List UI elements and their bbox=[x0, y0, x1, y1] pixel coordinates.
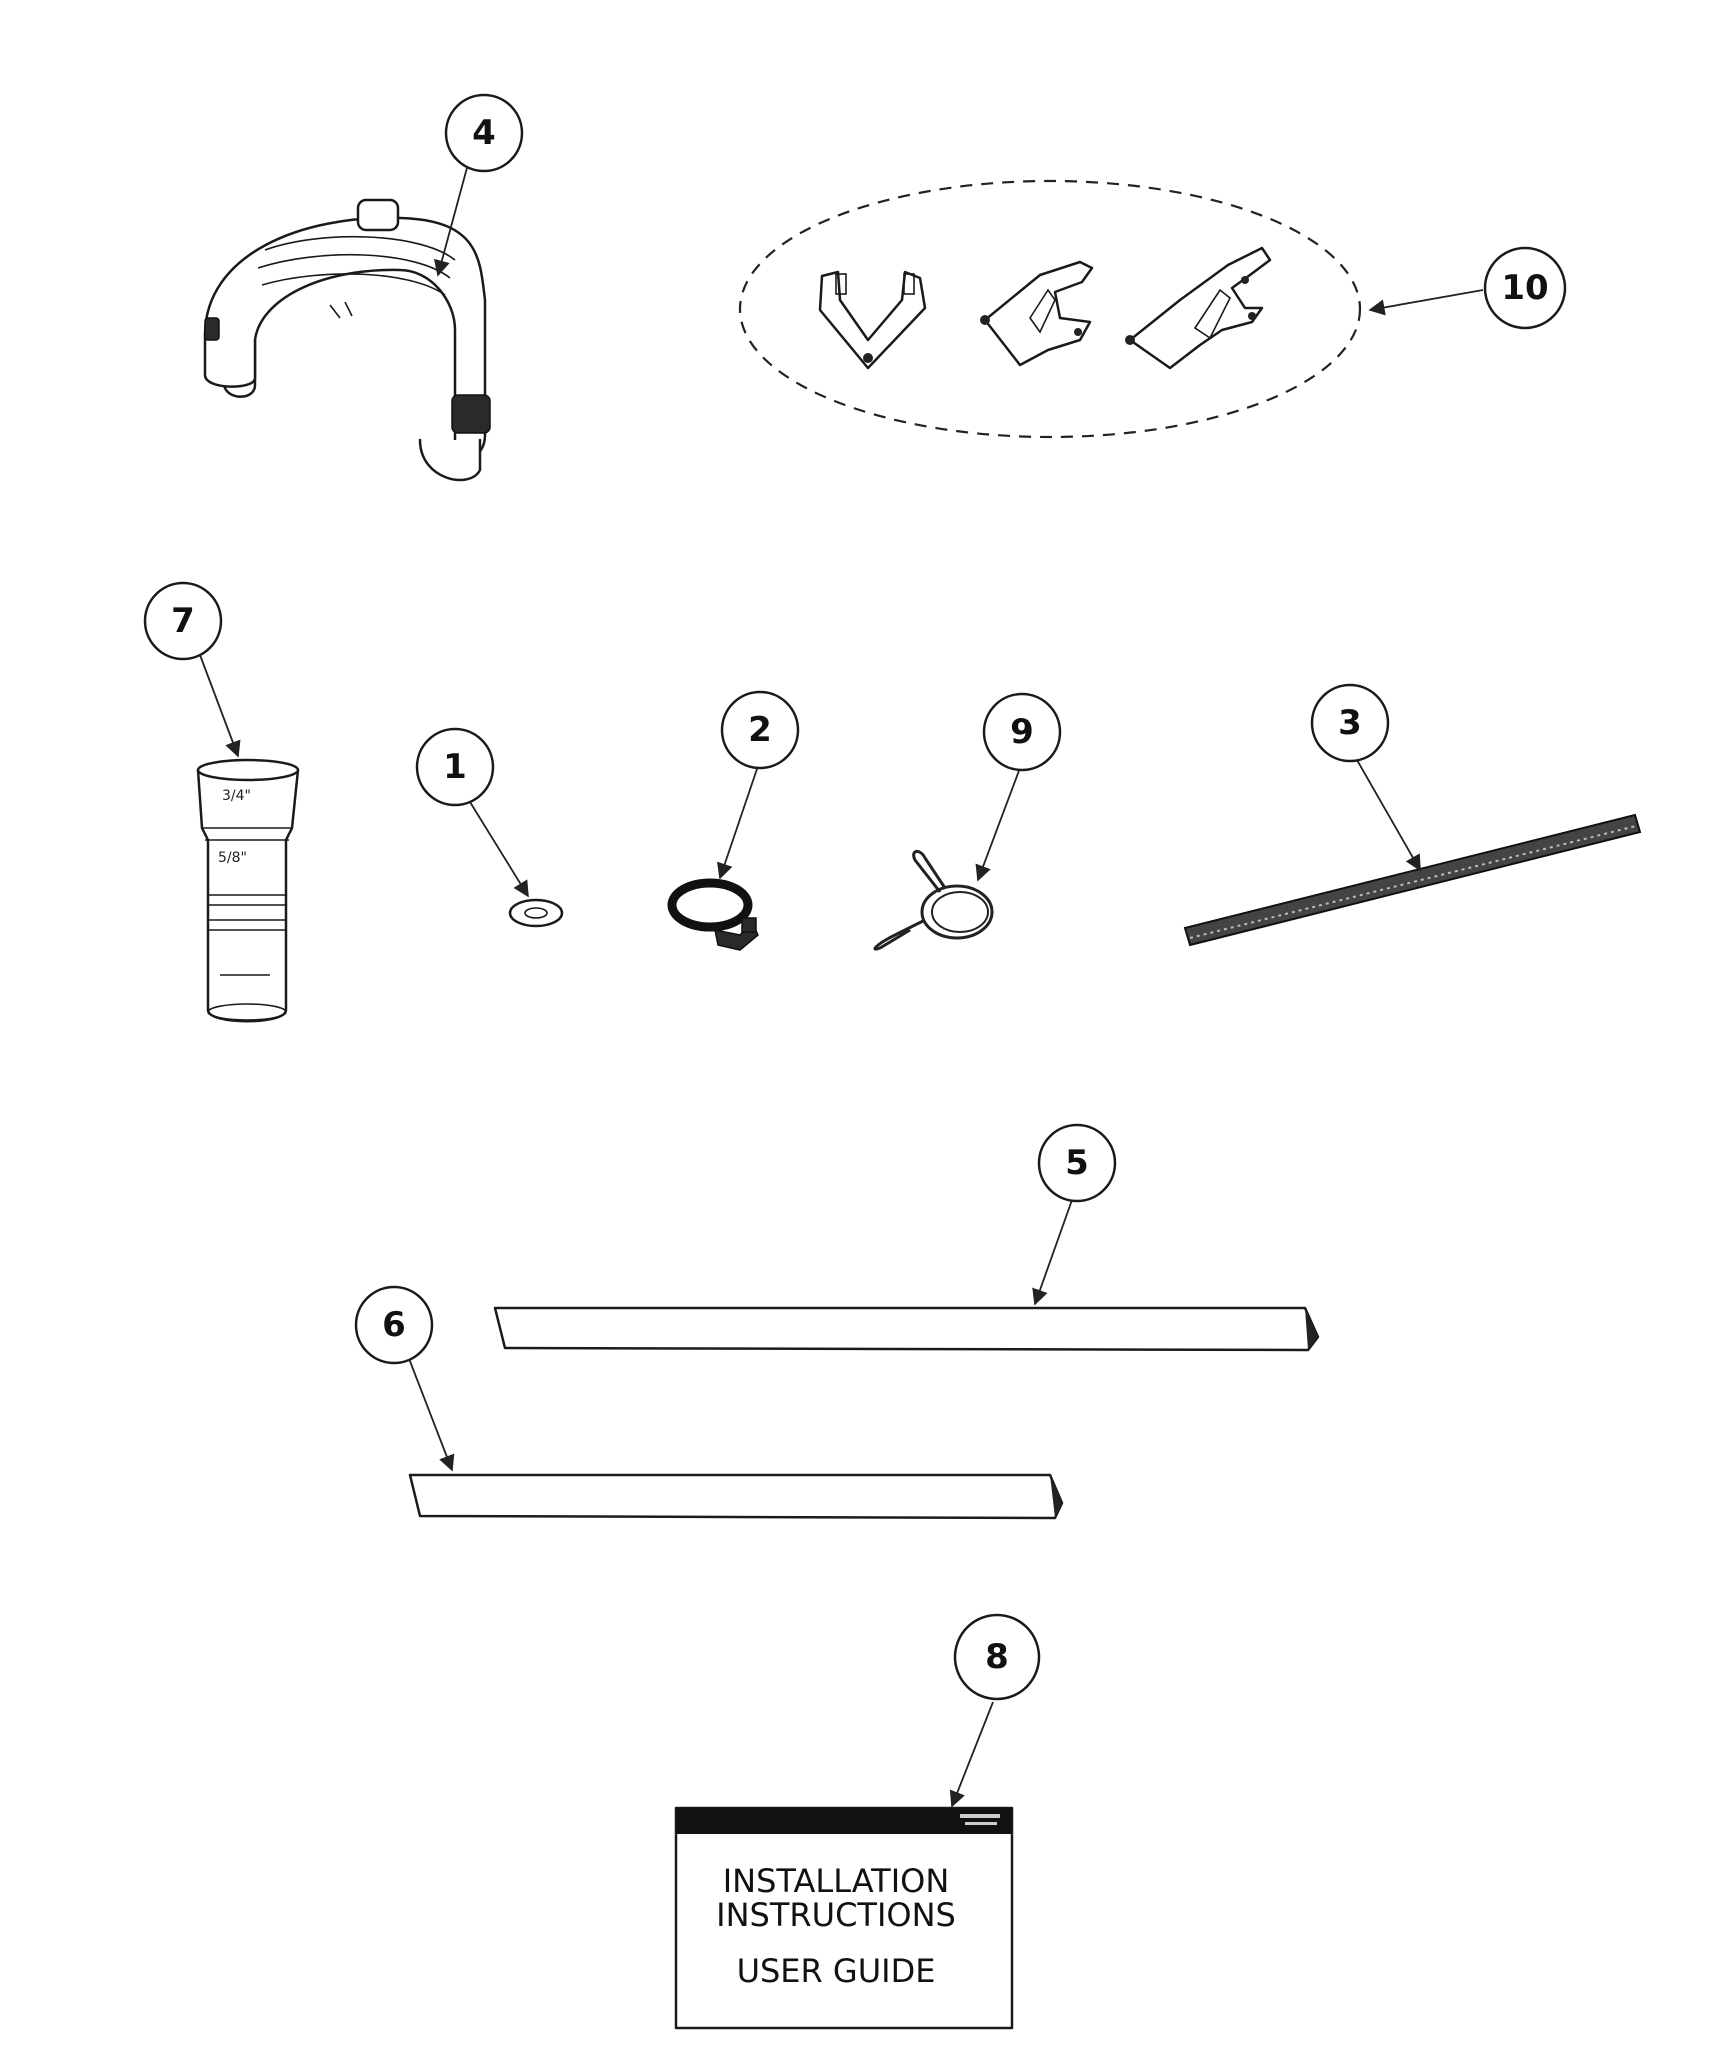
callout-2-label: 2 bbox=[748, 710, 772, 750]
part-10-brackets bbox=[738, 179, 1362, 439]
part-6-strip bbox=[408, 1473, 1064, 1520]
svg-text:3/4": 3/4" bbox=[222, 788, 251, 804]
callout-8: 8 bbox=[953, 1613, 1041, 1701]
part-4-bracket bbox=[203, 198, 491, 482]
manual-title-line3: USER GUIDE bbox=[737, 1952, 936, 1990]
part-5-strip bbox=[493, 1306, 1320, 1352]
leader-lines bbox=[199, 163, 1484, 1808]
manual-title-line1: INSTALLATION bbox=[723, 1862, 950, 1900]
callout-7-label: 7 bbox=[171, 601, 195, 641]
callout-2: 2 bbox=[720, 690, 800, 770]
callout-7: 7 bbox=[143, 581, 223, 661]
callout-9: 9 bbox=[982, 692, 1062, 772]
callout-10: 10 bbox=[1483, 246, 1567, 330]
callout-3: 3 bbox=[1310, 683, 1390, 763]
manual-title-line2: INSTRUCTIONS bbox=[716, 1896, 956, 1934]
part-7-adapter: 3/4" 5/8" bbox=[196, 758, 300, 1023]
callout-1: 1 bbox=[415, 727, 495, 807]
svg-text:5/8": 5/8" bbox=[218, 850, 247, 866]
callout-4-label: 4 bbox=[472, 113, 496, 153]
callout-10-label: 10 bbox=[1501, 268, 1548, 308]
part-1-washer bbox=[508, 898, 564, 928]
callout-6: 6 bbox=[354, 1285, 434, 1365]
callout-9-label: 9 bbox=[1010, 712, 1034, 752]
callout-3-label: 3 bbox=[1338, 703, 1362, 743]
part-9-spring-clip bbox=[873, 850, 994, 951]
part-2-clamp bbox=[667, 878, 759, 951]
callout-5-label: 5 bbox=[1065, 1143, 1089, 1183]
callout-5: 5 bbox=[1037, 1123, 1117, 1203]
callout-6-label: 6 bbox=[382, 1305, 406, 1345]
callout-4: 4 bbox=[444, 93, 524, 173]
callout-1-label: 1 bbox=[443, 747, 467, 787]
part-3-strip bbox=[1183, 813, 1642, 947]
callout-8-label: 8 bbox=[985, 1637, 1009, 1677]
part-8-manual: INSTALLATION INSTRUCTIONS USER GUIDE bbox=[674, 1806, 1014, 2030]
